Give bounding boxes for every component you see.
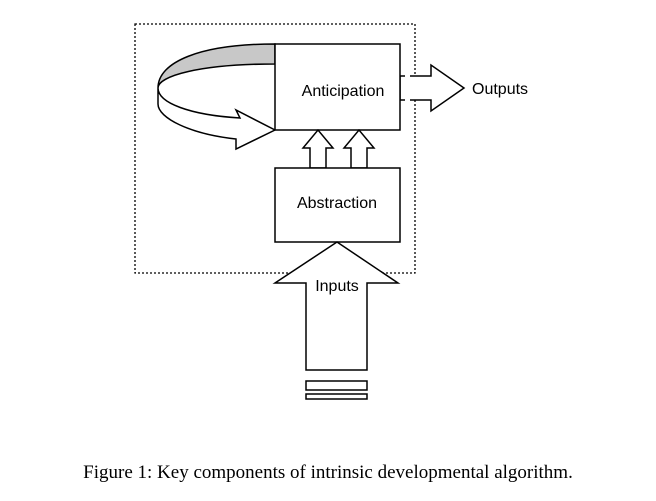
feedback-loop-arrow (157, 43, 277, 151)
outputs-arrow-gap (405, 70, 410, 106)
inputs-arrow (272, 241, 401, 371)
loop-body (157, 87, 277, 151)
abstraction-to-anticipation-right-arrow (342, 128, 376, 169)
anticipation-label: Anticipation (302, 83, 385, 100)
inputs-arrow-break-bar-bottom (305, 393, 368, 400)
system-boundary (134, 23, 416, 274)
anticipation-box (274, 43, 401, 131)
inputs-label: Inputs (315, 278, 359, 295)
figure-caption: Figure 1: Key components of intrinsic de… (83, 462, 573, 483)
abstraction-label: Abstraction (297, 195, 377, 212)
abstraction-box (274, 167, 401, 243)
abstraction-to-anticipation-left-arrow (301, 128, 335, 169)
loop-shaded-inner (157, 43, 276, 89)
outputs-label: Outputs (472, 81, 528, 98)
inputs-arrow-break-bar-top (305, 380, 368, 391)
